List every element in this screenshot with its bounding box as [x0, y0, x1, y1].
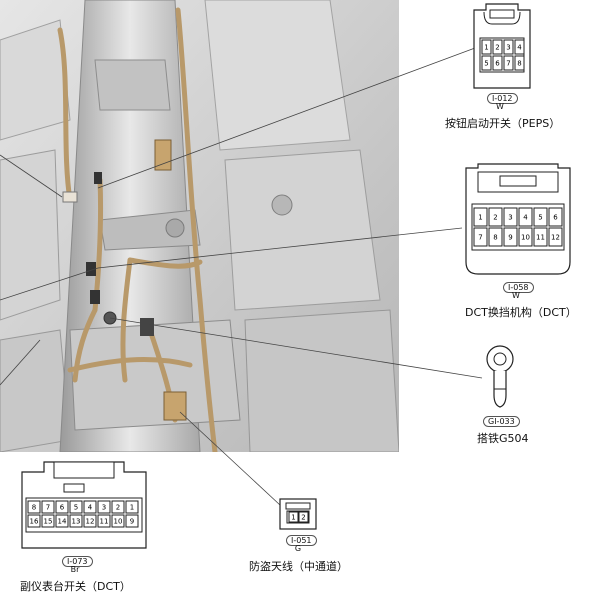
pin-number: 7: [46, 504, 50, 512]
pin-number: 14: [58, 518, 67, 526]
pin-number: 9: [508, 234, 512, 242]
pin-number: 5: [538, 214, 542, 222]
pin-number: 11: [100, 518, 109, 526]
connector-title: 防盗天线（中通道）: [249, 560, 348, 573]
pin-cell: [83, 500, 97, 514]
pin-cell: [514, 55, 525, 71]
pin-cell: [514, 39, 525, 55]
pin-number: 10: [521, 234, 530, 242]
pin-cell: [111, 514, 125, 528]
connector-title: 搭铁G504: [477, 432, 529, 445]
pin-cell: [97, 514, 111, 528]
pin-cell: [503, 207, 518, 227]
connector-code: I-073: [62, 556, 93, 567]
pin-number: 12: [86, 518, 95, 526]
pin-cell: [83, 514, 97, 528]
pin-number: 5: [484, 60, 488, 68]
pin-number: 4: [523, 214, 528, 222]
pin-number: 8: [32, 504, 36, 512]
pin-number: 1: [291, 514, 295, 522]
pin-number: 6: [553, 214, 558, 222]
pin-number: 3: [506, 44, 510, 52]
connector-color: W: [496, 102, 504, 111]
pin-cell: [533, 227, 548, 247]
pin-cell: [492, 39, 503, 55]
connector-color: W: [512, 291, 520, 300]
pin-number: 16: [30, 518, 39, 526]
pin-cell: [41, 500, 55, 514]
pin-cell: [481, 39, 492, 55]
connector-color: Br: [70, 565, 80, 574]
pin-cell: [473, 227, 488, 247]
pin-cell: [27, 514, 41, 528]
connector-code: GI-033: [483, 416, 520, 427]
connector-code: I-058: [503, 282, 534, 293]
pin-cell: [488, 207, 503, 227]
pin-cell: [55, 514, 69, 528]
connector-title: 按钮启动开关（PEPS）: [445, 117, 561, 130]
connector-color: G: [294, 544, 302, 553]
pin-number: 1: [130, 504, 134, 512]
connector-title: 副仪表台开关（DCT）: [20, 580, 131, 593]
pin-number: 1: [484, 44, 488, 52]
pin-cell: [492, 55, 503, 71]
pin-number: 3: [508, 214, 512, 222]
pin-number: 8: [517, 60, 521, 68]
pin-number: 12: [551, 234, 560, 242]
pin-cell: [55, 500, 69, 514]
pin-number: 7: [506, 60, 510, 68]
connector-code: I-051: [286, 535, 317, 546]
pin-cell: [69, 500, 83, 514]
pin-cell: [69, 514, 83, 528]
pin-number: 2: [495, 44, 499, 52]
pin-cell: [488, 227, 503, 247]
pin-number: 13: [72, 518, 81, 526]
connector-code: I-012: [487, 93, 518, 104]
pin-number: 2: [116, 504, 120, 512]
pin-cell: [548, 207, 563, 227]
pin-number: 4: [88, 504, 93, 512]
pin-cell: [518, 227, 533, 247]
connector-title: DCT换挡机构（DCT）: [465, 306, 577, 319]
pin-number: 15: [44, 518, 53, 526]
pin-cell: [288, 511, 299, 523]
pin-cell: [548, 227, 563, 247]
pin-number: 7: [478, 234, 482, 242]
pin-cell: [125, 500, 139, 514]
pin-cell: [41, 514, 55, 528]
pin-cell: [503, 227, 518, 247]
pin-number: 10: [114, 518, 123, 526]
connector-i-073-drawing: 8 7 6 5 4 3 2 1 16 15 14 13 12 11 10 9: [21, 461, 147, 549]
pin-number: 3: [102, 504, 106, 512]
pin-number: 2: [493, 214, 497, 222]
pin-number: 4: [517, 44, 522, 52]
pin-cell: [481, 55, 492, 71]
pin-cell: [111, 500, 125, 514]
pin-cell: [503, 39, 514, 55]
pin-number: 1: [478, 214, 482, 222]
ring-terminal-icon: [486, 345, 514, 408]
pin-number: 6: [60, 504, 65, 512]
pin-cell: [503, 55, 514, 71]
pin-cell: [27, 500, 41, 514]
pin-number: 6: [495, 60, 500, 68]
pin-cell: [125, 514, 139, 528]
pin-cell: [298, 511, 309, 523]
pin-cell: [473, 207, 488, 227]
vehicle-floor-harness-photo: [0, 0, 399, 452]
pin-number: 9: [130, 518, 134, 526]
pin-cell: [97, 500, 111, 514]
pin-number: 2: [301, 514, 305, 522]
pin-cell: [533, 207, 548, 227]
pin-cell: [518, 207, 533, 227]
pin-number: 8: [493, 234, 497, 242]
pin-number: 11: [536, 234, 545, 242]
pin-number: 5: [74, 504, 78, 512]
